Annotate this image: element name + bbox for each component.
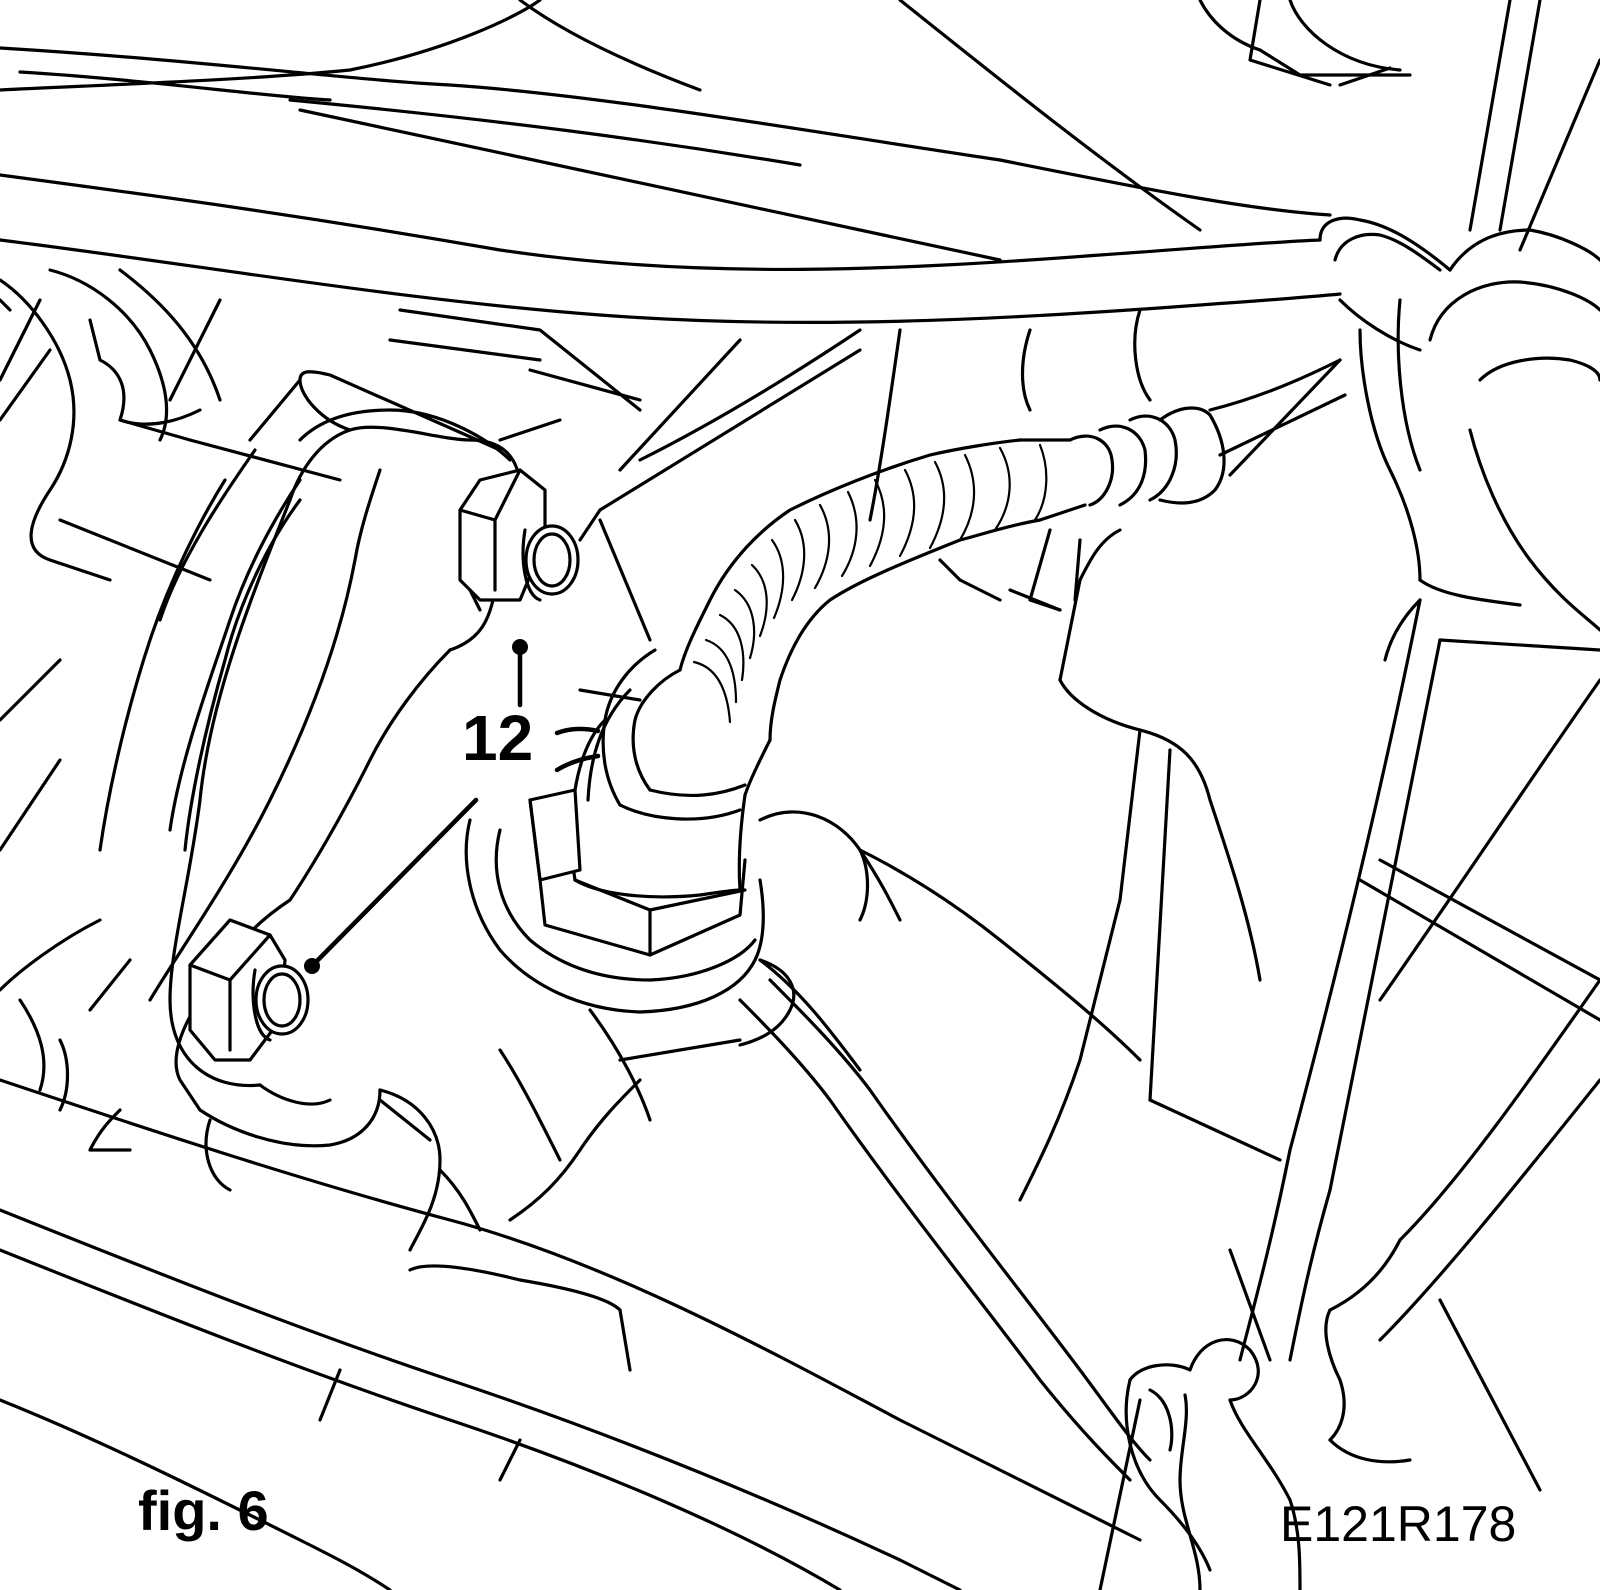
right-bracket xyxy=(1318,216,1600,662)
sensor-harness xyxy=(678,358,1347,742)
right-rods xyxy=(1228,598,1600,1492)
reference-code: E121R178 xyxy=(1280,1496,1517,1552)
callout-leaders xyxy=(304,639,601,974)
lower-right-clamp xyxy=(1098,1308,1412,1590)
callout-number-12: 12 xyxy=(462,702,534,774)
figure-caption: fig. 6 xyxy=(138,1479,269,1542)
upper-frame-lines xyxy=(0,0,1600,325)
oxygen-sensor xyxy=(464,648,772,1014)
exhaust-manifold xyxy=(578,308,1282,1482)
lower-frame xyxy=(0,958,1142,1590)
left-upper-structure xyxy=(0,268,862,1112)
left-flange xyxy=(98,370,580,1252)
